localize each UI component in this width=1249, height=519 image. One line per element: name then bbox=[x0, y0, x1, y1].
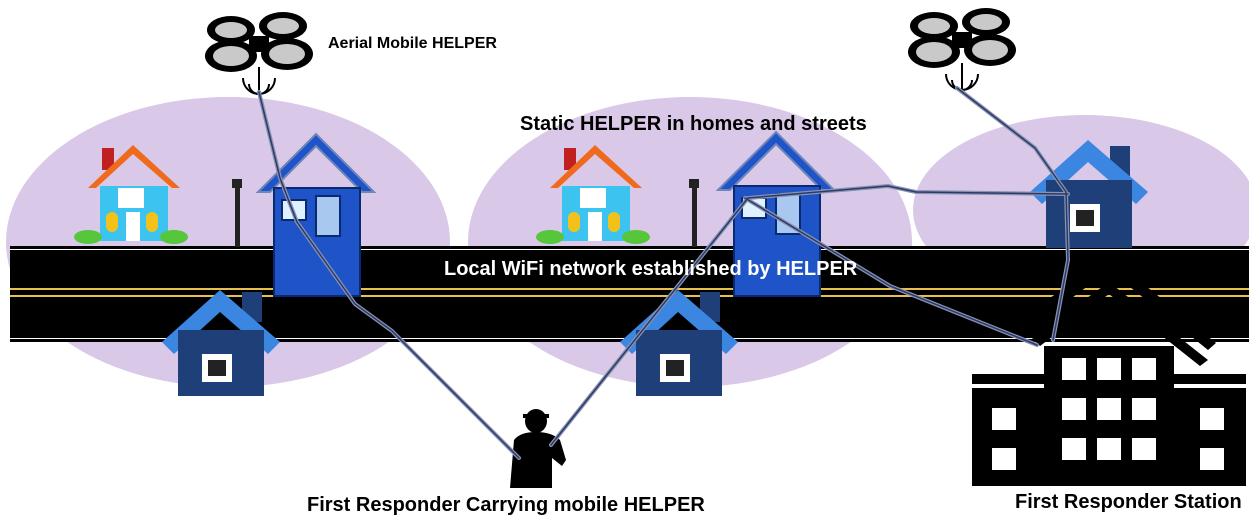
drone-icon bbox=[205, 12, 313, 95]
blue-house-icon bbox=[255, 132, 377, 297]
first-responder-station-label: First Responder Station bbox=[1015, 491, 1242, 513]
wifi-network-label: Local WiFi network established by HELPER bbox=[444, 258, 858, 280]
dark-blue-house-icon bbox=[162, 290, 280, 396]
street-lamp-icon bbox=[232, 179, 242, 247]
dark-blue-house-icon bbox=[620, 290, 738, 396]
street-lamp-icon bbox=[689, 179, 699, 247]
wireless-link-highlights bbox=[258, 87, 1069, 459]
first-responder-icon bbox=[510, 409, 566, 488]
orange-roof-house-icon bbox=[536, 145, 650, 244]
aerial-helper-label: Aerial Mobile HELPER bbox=[328, 35, 497, 52]
drone-icon bbox=[908, 8, 1016, 91]
dark-blue-house-icon bbox=[1030, 140, 1148, 248]
static-helper-label: Static HELPER in homes and streets bbox=[520, 113, 867, 135]
blue-house-icon bbox=[715, 130, 837, 297]
orange-roof-house-icon bbox=[74, 145, 188, 244]
first-responder-label: First Responder Carrying mobile HELPER bbox=[307, 494, 705, 516]
first-responder-station-icon bbox=[972, 256, 1246, 486]
